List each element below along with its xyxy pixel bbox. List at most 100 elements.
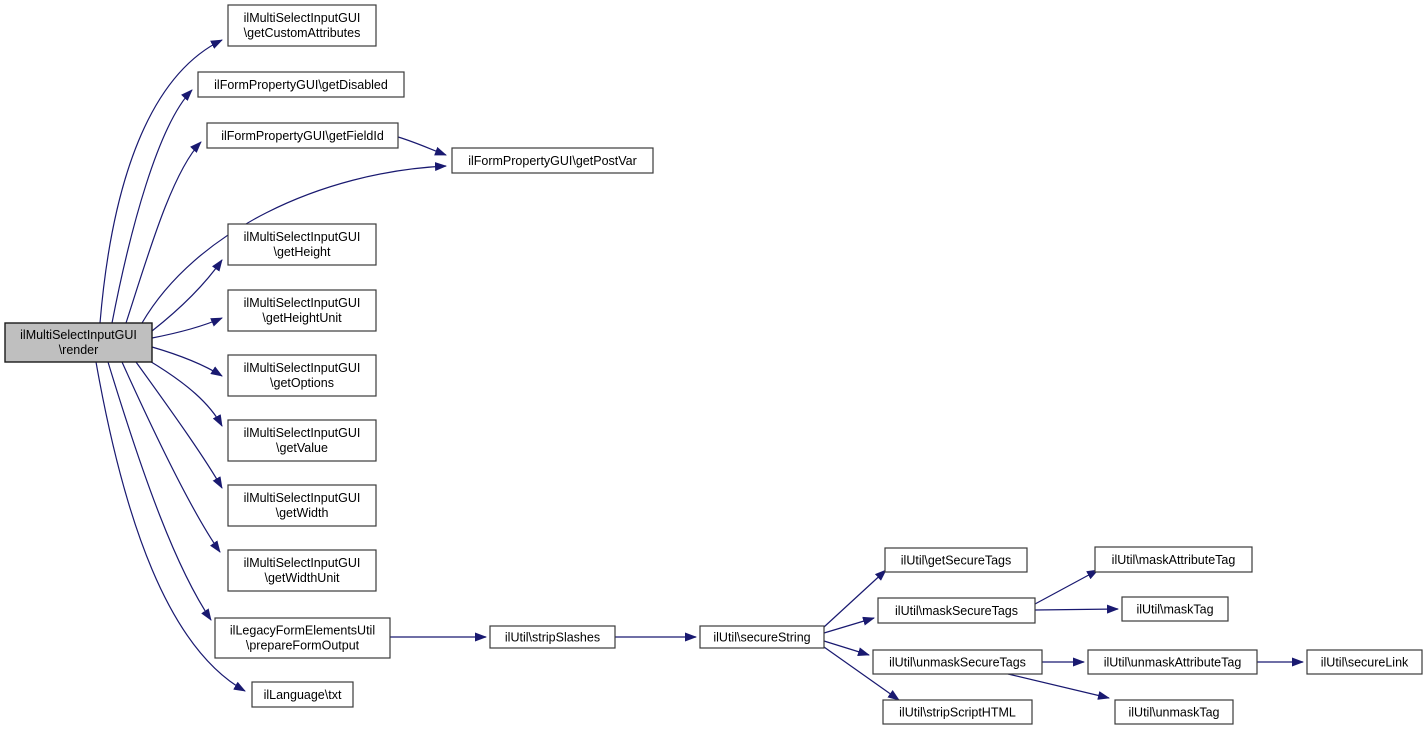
edge-getFieldId-to-getPostVar xyxy=(397,136,447,156)
node-secureLink[interactable]: ilUtil\secureLink xyxy=(1306,649,1423,675)
node-prepareFormOutput-label-line2: \prepareFormOutput xyxy=(246,639,360,653)
node-getPostVar-box[interactable] xyxy=(451,147,654,174)
node-getWidth-label-line2: \getWidth xyxy=(276,506,329,520)
node-getCustomAttributes-label-line1: ilMultiSelectInputGUI xyxy=(244,11,361,25)
node-getHeightUnit-label-line2: \getHeightUnit xyxy=(262,311,342,325)
node-getOptions-box[interactable] xyxy=(227,354,377,397)
edge-render-to-getPostVar xyxy=(141,162,447,324)
node-unmaskAttributeTag[interactable]: ilUtil\unmaskAttributeTag xyxy=(1087,649,1258,675)
node-maskSecureTags-box[interactable] xyxy=(877,597,1036,624)
node-maskTag[interactable]: ilUtil\maskTag xyxy=(1121,596,1229,622)
edge-render-to-getOptions xyxy=(151,346,223,377)
edge-render-to-getDisabled xyxy=(111,89,193,324)
edge-render-to-txt xyxy=(95,361,246,692)
node-getFieldId-box[interactable] xyxy=(206,122,399,149)
node-render[interactable]: ilMultiSelectInputGUI\render xyxy=(4,322,153,363)
node-unmaskAttributeTag-box[interactable] xyxy=(1087,649,1258,675)
node-stripScriptHTML[interactable]: ilUtil\stripScriptHTML xyxy=(882,699,1033,725)
node-getHeight-label-line1: ilMultiSelectInputGUI xyxy=(244,230,361,244)
node-getWidth[interactable]: ilMultiSelectInputGUI\getWidth xyxy=(227,484,377,527)
node-secureString-box[interactable] xyxy=(699,625,825,649)
edge-unmaskSecureTags-to-unmaskTag xyxy=(1007,673,1110,700)
node-getOptions[interactable]: ilMultiSelectInputGUI\getOptions xyxy=(227,354,377,397)
node-getHeightUnit-box[interactable] xyxy=(227,289,377,332)
edge-render-to-getValue xyxy=(147,359,223,427)
node-unmaskTag[interactable]: ilUtil\unmaskTag xyxy=(1114,699,1234,725)
node-getWidth-label-line1: ilMultiSelectInputGUI xyxy=(244,491,361,505)
node-getOptions-label-line1: ilMultiSelectInputGUI xyxy=(244,361,361,375)
node-prepareFormOutput-label-line1: ilLegacyFormElementsUtil xyxy=(230,624,375,638)
edge-render-to-getWidthUnit xyxy=(121,361,221,553)
node-getSecureTags-label-line1: ilUtil\getSecureTags xyxy=(901,554,1011,568)
node-getCustomAttributes-label-line2: \getCustomAttributes xyxy=(244,26,361,40)
node-getDisabled-box[interactable] xyxy=(197,71,405,98)
node-stripSlashes-box[interactable] xyxy=(489,625,616,649)
node-getOptions-label-line2: \getOptions xyxy=(270,376,334,390)
node-getFieldId-label-line1: ilFormPropertyGUI\getFieldId xyxy=(221,129,384,143)
node-maskAttributeTag[interactable]: ilUtil\maskAttributeTag xyxy=(1094,546,1253,573)
node-unmaskAttributeTag-label-line1: ilUtil\unmaskAttributeTag xyxy=(1104,656,1242,670)
node-layer: ilMultiSelectInputGUI\renderilMultiSelec… xyxy=(4,4,1423,725)
node-getFieldId[interactable]: ilFormPropertyGUI\getFieldId xyxy=(206,122,399,149)
node-unmaskTag-box[interactable] xyxy=(1114,699,1234,725)
node-getWidthUnit[interactable]: ilMultiSelectInputGUI\getWidthUnit xyxy=(227,549,377,592)
node-maskSecureTags-label-line1: ilUtil\maskSecureTags xyxy=(895,604,1018,618)
node-getHeightUnit[interactable]: ilMultiSelectInputGUI\getHeightUnit xyxy=(227,289,377,332)
node-stripSlashes-label-line1: ilUtil\stripSlashes xyxy=(505,631,600,645)
node-getDisabled[interactable]: ilFormPropertyGUI\getDisabled xyxy=(197,71,405,98)
node-secureLink-label-line1: ilUtil\secureLink xyxy=(1321,656,1409,670)
node-maskSecureTags[interactable]: ilUtil\maskSecureTags xyxy=(877,597,1036,624)
node-getWidth-box[interactable] xyxy=(227,484,377,527)
node-prepareFormOutput-box[interactable] xyxy=(214,617,391,659)
node-render-label-line1: ilMultiSelectInputGUI xyxy=(20,328,137,342)
node-getWidthUnit-box[interactable] xyxy=(227,549,377,592)
edge-render-to-getCustomAttributes xyxy=(99,39,223,324)
node-maskAttributeTag-box[interactable] xyxy=(1094,546,1253,573)
edge-secureString-to-unmaskSecureTags xyxy=(823,640,870,657)
edge-render-to-prepareFormOutput xyxy=(107,361,212,621)
node-getDisabled-label-line1: ilFormPropertyGUI\getDisabled xyxy=(214,78,388,92)
edge-secureString-to-maskSecureTags xyxy=(823,616,875,634)
node-maskTag-box[interactable] xyxy=(1121,596,1229,622)
node-getHeight-box[interactable] xyxy=(227,223,377,266)
node-unmaskSecureTags-box[interactable] xyxy=(872,649,1043,675)
node-render-label-line2: \render xyxy=(59,343,99,357)
node-secureString-label-line1: ilUtil\secureString xyxy=(713,631,810,645)
node-getCustomAttributes-box[interactable] xyxy=(227,4,377,47)
node-secureString[interactable]: ilUtil\secureString xyxy=(699,625,825,649)
node-txt-box[interactable] xyxy=(251,681,354,708)
node-getCustomAttributes[interactable]: ilMultiSelectInputGUI\getCustomAttribute… xyxy=(227,4,377,47)
node-getSecureTags-box[interactable] xyxy=(884,547,1028,573)
edge-layer xyxy=(95,39,1304,701)
node-prepareFormOutput[interactable]: ilLegacyFormElementsUtil\prepareFormOutp… xyxy=(214,617,391,659)
edge-maskSecureTags-to-maskTag xyxy=(1034,604,1119,614)
edge-render-to-getFieldId xyxy=(125,141,202,324)
node-txt[interactable]: ilLanguage\txt xyxy=(251,681,354,708)
node-getValue-box[interactable] xyxy=(227,419,377,462)
edge-render-to-getWidth xyxy=(135,361,223,489)
node-getHeight[interactable]: ilMultiSelectInputGUI\getHeight xyxy=(227,223,377,266)
edge-render-to-getHeight xyxy=(151,259,223,332)
node-maskAttributeTag-label-line1: ilUtil\maskAttributeTag xyxy=(1112,553,1236,567)
node-maskTag-label-line1: ilUtil\maskTag xyxy=(1136,603,1213,617)
edge-maskSecureTags-to-maskAttributeTag xyxy=(1034,569,1099,605)
node-getHeight-label-line2: \getHeight xyxy=(274,245,332,259)
node-stripScriptHTML-box[interactable] xyxy=(882,699,1033,725)
node-unmaskSecureTags-label-line1: ilUtil\unmaskSecureTags xyxy=(889,656,1026,670)
node-unmaskSecureTags[interactable]: ilUtil\unmaskSecureTags xyxy=(872,649,1043,675)
node-getPostVar[interactable]: ilFormPropertyGUI\getPostVar xyxy=(451,147,654,174)
node-stripSlashes[interactable]: ilUtil\stripSlashes xyxy=(489,625,616,649)
node-getValue-label-line2: \getValue xyxy=(276,441,328,455)
node-render-box[interactable] xyxy=(4,322,153,363)
node-getWidthUnit-label-line1: ilMultiSelectInputGUI xyxy=(244,556,361,570)
node-secureLink-box[interactable] xyxy=(1306,649,1423,675)
node-getSecureTags[interactable]: ilUtil\getSecureTags xyxy=(884,547,1028,573)
edge-secureString-to-stripScriptHTML xyxy=(823,646,900,701)
node-unmaskTag-label-line1: ilUtil\unmaskTag xyxy=(1128,706,1219,720)
node-stripScriptHTML-label-line1: ilUtil\stripScriptHTML xyxy=(899,706,1016,720)
node-getValue[interactable]: ilMultiSelectInputGUI\getValue xyxy=(227,419,377,462)
node-getPostVar-label-line1: ilFormPropertyGUI\getPostVar xyxy=(468,154,637,168)
node-getValue-label-line1: ilMultiSelectInputGUI xyxy=(244,426,361,440)
